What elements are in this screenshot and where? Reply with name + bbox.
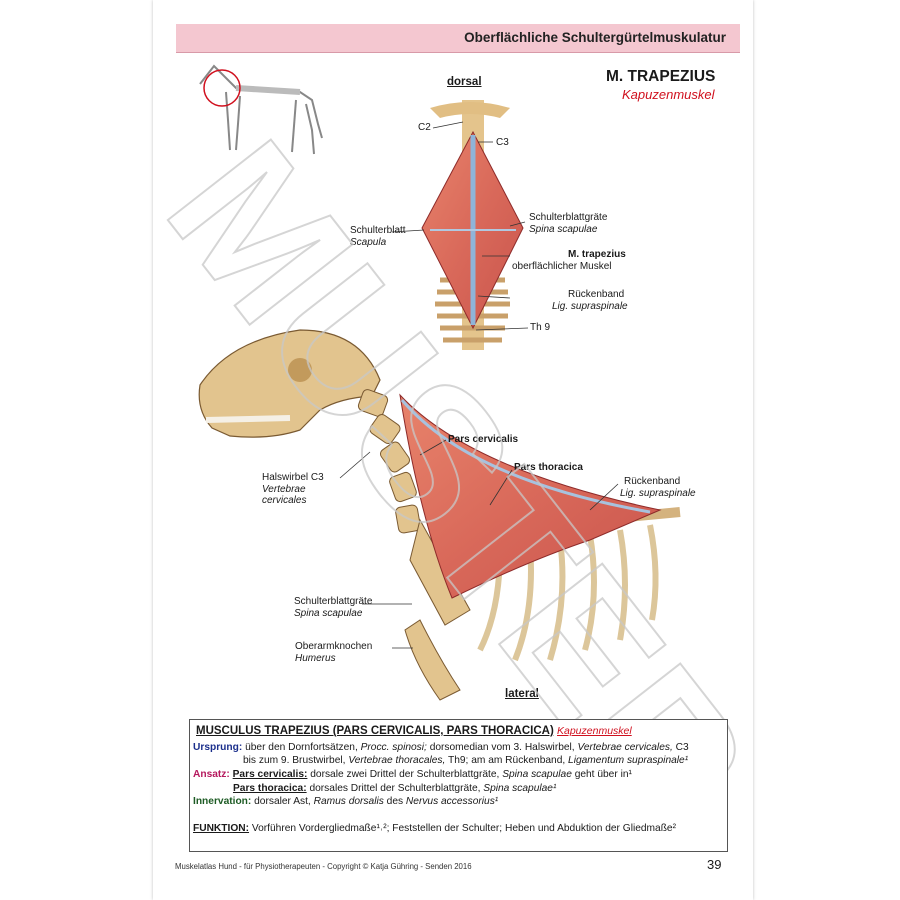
label-pars-cervicalis: Pars cervicalis xyxy=(448,434,519,445)
info-title: MUSCULUS TRAPEZIUS (PARS CERVICALIS, PAR… xyxy=(196,725,632,737)
ursprung-label: Ursprung: xyxy=(193,742,243,753)
ansatz-pt: Pars thoracica: xyxy=(233,783,307,794)
label-pars-thoracica: Pars thoracica xyxy=(514,462,583,473)
info-title-common: Kapuzenmuskel xyxy=(557,725,632,737)
ansatz-pc: Pars cervicalis: xyxy=(232,769,308,780)
page-title: Oberflächliche Schultergürtelmuskulatur xyxy=(464,30,726,45)
innervation-label: Innervation: xyxy=(193,796,252,807)
label-trapezius-dorsal: M. trapezius oberflächlicher Muskel xyxy=(512,249,626,272)
label-lig-dorsal-de: Rückenband xyxy=(568,289,625,300)
page-number: 39 xyxy=(707,857,722,872)
dog-skeleton-thumbnail xyxy=(199,64,323,155)
view-label-dorsal: dorsal xyxy=(447,76,482,88)
label-spina-lateral-la: Spina scapulae xyxy=(294,607,363,619)
ursprung-2a: bis zum 9. Brustwirbel, xyxy=(243,755,349,766)
funktion-label: FUNKTION: xyxy=(193,823,250,834)
dog-skull xyxy=(198,329,381,438)
label-spina-lateral-de: Schulterblattgräte xyxy=(294,596,373,607)
label-halswirbel-de: Halswirbel C3 xyxy=(262,472,324,483)
region-marker xyxy=(203,69,241,107)
muscle-title: M. TRAPEZIUS xyxy=(606,68,716,85)
label-humerus: Oberarmknochen Humerus xyxy=(295,641,372,664)
label-humerus-la: Humerus xyxy=(295,652,336,664)
innervation-text2: des xyxy=(383,796,406,807)
label-scapula-la: Scapula xyxy=(350,236,387,248)
label-scapula: Schulterblatt Scapula xyxy=(350,225,406,248)
ansatz-pc-text: dorsale zwei Drittel der Schulterblattgr… xyxy=(307,769,503,780)
ursprung-2b: Vertebrae thoracales, xyxy=(348,755,446,766)
ursprung-1d: Vertebrae cervicales, xyxy=(577,742,673,753)
label-halswirbel: Halswirbel C3 Vertebrae cervicales xyxy=(262,472,324,507)
label-halswirbel-la1: Vertebrae xyxy=(262,483,306,495)
ansatz-pc-it: Spina scapulae xyxy=(502,769,572,780)
ansatz-line-1: Ansatz: Pars cervicalis: dorsale zwei Dr… xyxy=(193,769,632,781)
ursprung-line-1: Ursprung: über den Dornfortsätzen, Procc… xyxy=(193,742,689,754)
humerus xyxy=(404,619,461,701)
label-scapula-de: Schulterblatt xyxy=(350,225,406,236)
label-humerus-de: Oberarmknochen xyxy=(295,641,373,652)
label-spina-dorsal: Schulterblattgräte Spina scapulae xyxy=(529,212,607,235)
label-spina-dorsal-de: Schulterblattgräte xyxy=(529,212,608,223)
label-spina-dorsal-la: Spina scapulae xyxy=(529,223,598,235)
label-spina-lateral: Schulterblattgräte Spina scapulae xyxy=(294,596,372,619)
ursprung-1b: Procc. spinosi; xyxy=(360,742,427,753)
label-lig-lateral-de: Rückenband xyxy=(624,476,681,487)
ursprung-2c: Th9; am am Rückenband, xyxy=(445,755,569,766)
label-lig-dorsal: Rückenband Lig. supraspinale xyxy=(552,289,628,312)
ansatz-pt-it: Spina scapulae¹ xyxy=(483,783,557,794)
footer-copyright: Muskelatlas Hund - für Physiotherapeuten… xyxy=(175,862,472,871)
ursprung-1a: über den Dornfortsätzen, xyxy=(242,742,361,753)
info-title-text: MUSCULUS TRAPEZIUS (PARS CERVICALIS, PAR… xyxy=(196,725,554,737)
label-trapezius-de: M. trapezius xyxy=(568,249,626,260)
neck-vertebrae xyxy=(357,389,421,534)
funktion-line: FUNKTION: Vorführen Vordergliedmaße¹˒²; … xyxy=(193,823,676,835)
funktion-text: Vorführen Vordergliedmaße¹˒²; Feststelle… xyxy=(249,823,676,834)
muscle-common-name: Kapuzenmuskel xyxy=(622,87,715,102)
innervation-line: Innervation: dorsaler Ast, Ramus dorsali… xyxy=(193,796,498,808)
ursprung-1c: dorsomedian vom 3. Halswirbel, xyxy=(426,742,578,753)
label-c2: C2 xyxy=(418,122,431,133)
innervation-text: dorsaler Ast, xyxy=(251,796,314,807)
ansatz-label: Ansatz: xyxy=(193,769,230,780)
label-th9: Th 9 xyxy=(530,322,551,333)
ursprung-2d: Ligamentum supraspinale¹ xyxy=(568,755,689,766)
label-trapezius-desc: oberflächlicher Muskel xyxy=(512,260,612,272)
label-halswirbel-la2: cervicales xyxy=(262,495,307,506)
label-c3: C3 xyxy=(496,137,509,148)
innervation-it1: Ramus dorsalis xyxy=(313,796,384,807)
lateral-trapezius-muscle xyxy=(399,393,662,599)
label-lig-lateral-la: Lig. supraspinale xyxy=(620,487,696,499)
ursprung-line-2: bis zum 9. Brustwirbel, Vertebrae thorac… xyxy=(243,755,688,767)
ansatz-pc-end: geht über in¹ xyxy=(571,769,632,780)
label-lig-lateral: Rückenband Lig. supraspinale xyxy=(620,476,696,499)
label-lig-dorsal-la: Lig. supraspinale xyxy=(552,300,628,312)
innervation-it2: Nervus accessorius¹ xyxy=(405,796,499,807)
view-label-lateral: lateral xyxy=(505,688,539,700)
ansatz-line-2: Pars thoracica: dorsales Drittel der Sch… xyxy=(233,783,556,795)
info-box xyxy=(189,719,728,852)
ursprung-1e: C3 xyxy=(672,742,689,753)
header-bar: Oberflächliche Schultergürtelmuskulatur xyxy=(176,24,740,53)
ansatz-pt-text: dorsales Drittel der Schulterblattgräte, xyxy=(306,783,484,794)
